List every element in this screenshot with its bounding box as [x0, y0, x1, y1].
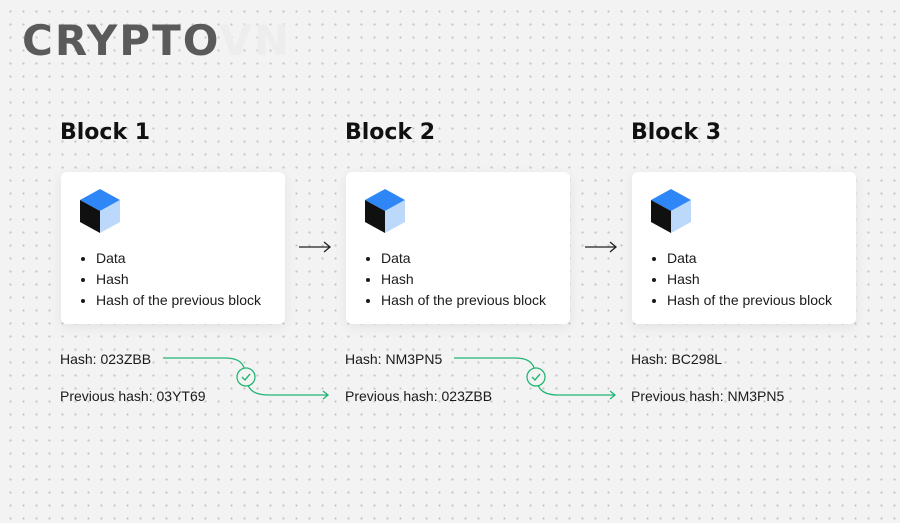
block-2-title: Block 2: [345, 120, 436, 145]
block-1-hash: Hash: 023ZBB: [60, 351, 152, 367]
block-2-field-hash: Hash: [381, 269, 546, 290]
block-3-fields: Data Hash Hash of the previous block: [632, 248, 832, 311]
cube-icon: [651, 189, 691, 233]
block-3-card: Data Hash Hash of the previous block: [632, 172, 856, 324]
logo-text: CRYPTO: [22, 16, 220, 65]
block-3-field-data: Data: [667, 248, 832, 269]
block-1-field-hash: Hash: [96, 269, 261, 290]
block-3-field-hash: Hash: [667, 269, 832, 290]
block-2-field-previous-hash: Hash of the previous block: [381, 290, 546, 311]
block-2-field-data: Data: [381, 248, 546, 269]
check-circle-icon: [236, 367, 256, 387]
block-2-hash: Hash: NM3PN5: [345, 351, 443, 367]
block-1-title: Block 1: [60, 120, 151, 145]
logo-suffix: VN: [219, 16, 291, 65]
block-1-field-data: Data: [96, 248, 261, 269]
block-3-hash: Hash: BC298L: [631, 351, 723, 367]
right-arrow-icon: [299, 241, 332, 253]
block-2-fields: Data Hash Hash of the previous block: [346, 248, 546, 311]
block-3-previous-hash: Previous hash: NM3PN5: [631, 388, 785, 404]
block-1-fields: Data Hash Hash of the previous block: [61, 248, 261, 311]
right-arrow-icon: [585, 241, 618, 253]
block-2-card: Data Hash Hash of the previous block: [346, 172, 570, 324]
block-3-field-previous-hash: Hash of the previous block: [667, 290, 832, 311]
block-1-previous-hash: Previous hash: 03YT69: [60, 388, 206, 404]
cube-icon: [80, 189, 120, 233]
block-1-field-previous-hash: Hash of the previous block: [96, 290, 261, 311]
brand-logo: CRYPTOVN: [22, 20, 291, 62]
block-2-previous-hash: Previous hash: 023ZBB: [345, 388, 493, 404]
block-1-card: Data Hash Hash of the previous block: [61, 172, 285, 324]
cube-icon: [365, 189, 405, 233]
block-3-title: Block 3: [631, 120, 722, 145]
check-circle-icon: [526, 367, 546, 387]
